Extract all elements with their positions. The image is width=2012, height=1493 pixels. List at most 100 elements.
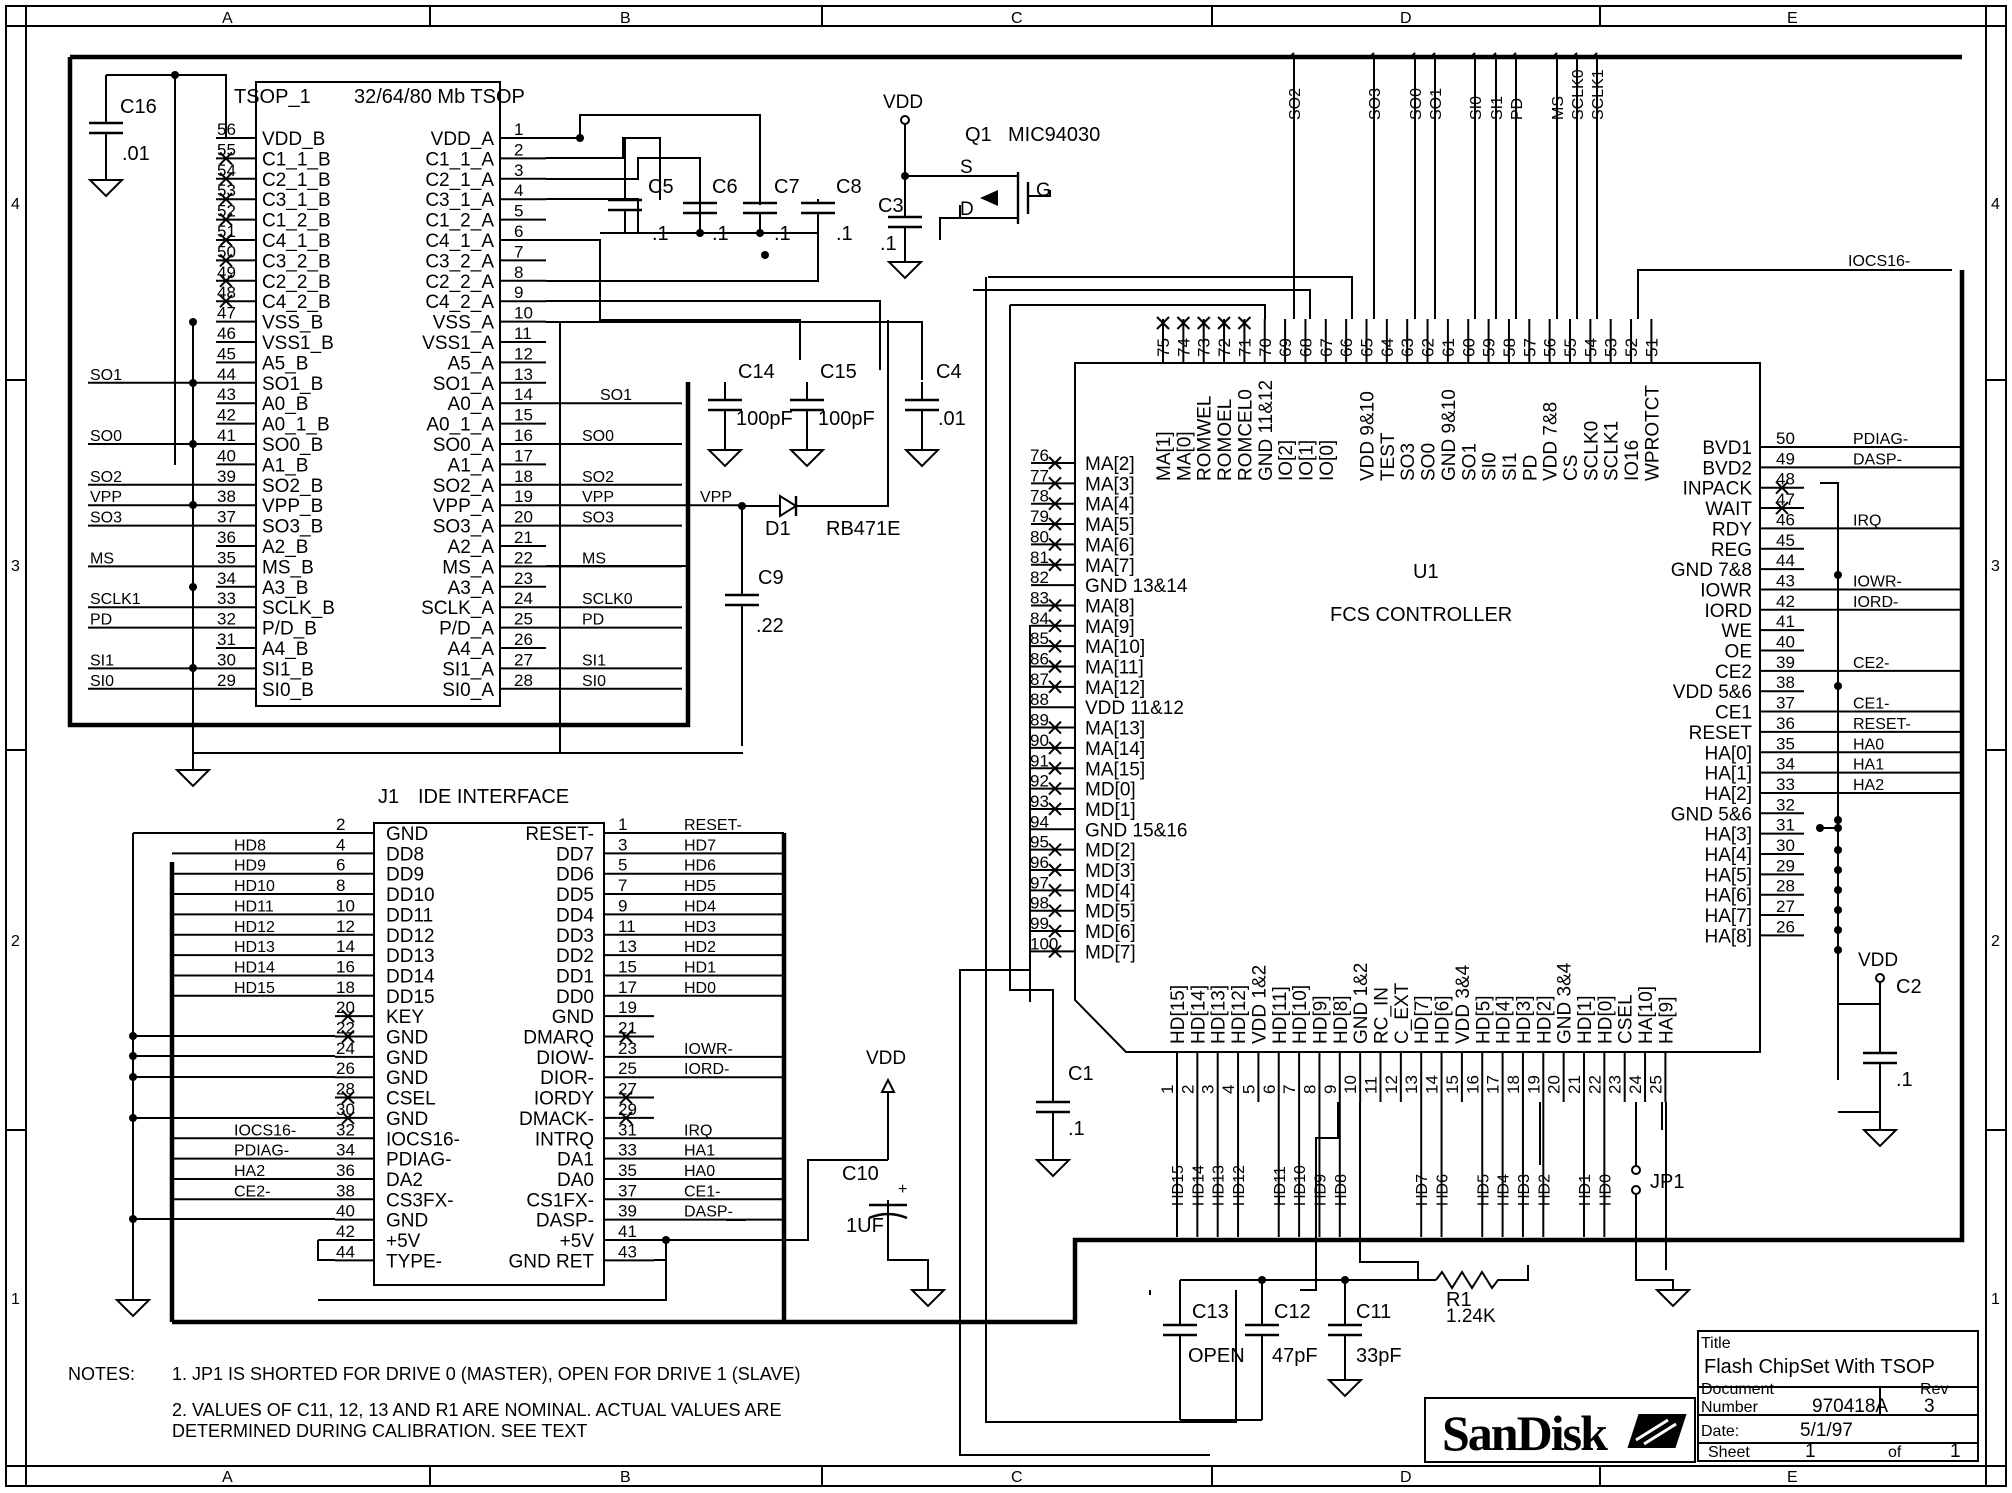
wire [1491,52,1497,58]
no-connect-mark [1048,476,1062,491]
u1-right-net: HA1 [1853,757,1884,774]
no-connect-mark [1775,480,1789,495]
u1-pin-name: HA[5] [1704,865,1752,886]
no-connect-mark [1048,781,1062,796]
u1-pin-name: IO16 [1622,440,1643,481]
u1-pin-name: HA[2] [1704,784,1752,805]
j1-pin-number: 30 [336,1100,355,1119]
j1-pin-number: 43 [618,1242,637,1261]
jp1-terminal [1631,1185,1641,1195]
q1-ref: Q1 [965,124,992,146]
row-marker-left: 2 [11,933,20,950]
j1-pin-name: DD14 [386,966,435,987]
wire [796,320,889,507]
u1-bottom-net: HD10 [1292,1165,1309,1206]
u1-pin-number: 54 [1581,338,1600,357]
u1-pin-name: CSEL [1616,994,1637,1044]
j1-pin-name: DD9 [386,865,424,886]
u1-pin-number: 4 [1219,1085,1238,1094]
wire [1572,52,1578,58]
u1-pin-name: RC_IN [1372,987,1393,1044]
u1-bottom-net: HD1 [1577,1174,1594,1206]
tsop-pin-number: 45 [217,344,236,363]
column-marker-top: E [1787,10,1798,27]
u1-pin-number: 55 [1561,338,1580,357]
j1-pin-number: 33 [618,1141,637,1160]
u1-pin-name: MA[0] [1174,431,1195,481]
j1-pin-name: GND [386,1048,428,1069]
u1-pin-number: 75 [1154,338,1173,357]
j1-pin-name: GND [386,1068,428,1089]
u1-pin-name: HD[14] [1188,985,1209,1044]
u1-pin-number: 2 [1178,1085,1197,1094]
cap-ref: C13 [1192,1301,1229,1323]
u1-pin-name: HD[12] [1229,985,1250,1044]
column-marker-bottom: E [1787,1469,1798,1486]
junction-dot [129,1032,137,1040]
column-marker-top: D [1400,10,1412,27]
u1-pin-number: 7 [1280,1085,1299,1094]
no-connect-mark [1156,316,1170,330]
tsop-pin-number: 41 [217,426,236,445]
j1-right-net: HD2 [684,939,716,956]
j1-ref: J1 [378,786,399,808]
u1-pin-name: MD[5] [1085,902,1136,923]
wire [546,220,819,282]
cap-ref: C10 [842,1163,879,1185]
j1-pin-number: 3 [618,835,627,854]
c10-polarity: + [898,1181,907,1198]
u1-pin-number: 72 [1215,338,1234,357]
j1-pin-number: 17 [618,978,637,997]
tsop-right-net: PD [582,612,604,629]
u1-pin-number: 92 [1030,772,1049,791]
u1-pin-number: 43 [1776,571,1795,590]
u1-pin-number: 48 [1776,470,1795,489]
u1-pin-name: MA[1] [1154,431,1175,481]
tsop-pin-number: 23 [514,569,533,588]
u1-pin-number: 50 [1776,429,1795,448]
j1-left-net: HD15 [234,980,275,997]
tsop-body [255,81,501,707]
row-marker-right: 2 [1991,933,2000,950]
u1-ref: U1 [1413,561,1439,583]
u1-pin-name: HA[10] [1636,986,1657,1044]
u1-pin-name: HD[1] [1575,995,1596,1044]
u1-pin-number: 16 [1463,1075,1482,1094]
u1-pin-name: MA[12] [1085,678,1145,699]
vpp-net-label: VPP [700,489,732,506]
j1-left-net: HA2 [234,1163,265,1180]
j1-pin-number: 41 [618,1222,637,1241]
tsop-pin-name: A3_A [448,578,495,599]
u1-pin-name: ROMCEL0 [1235,389,1256,481]
u1-bottom-net: HD14 [1190,1165,1207,1206]
j1-right-net: HD7 [684,837,716,854]
cap-value: 1UF [846,1215,884,1237]
tsop-pin-number: 56 [217,120,236,139]
no-connect-mark [1217,316,1231,330]
ground-symbol [903,449,941,468]
tsop-pin-number: 25 [514,610,533,629]
u1-pin-number: 25 [1646,1075,1665,1094]
u1-pin-number: 93 [1030,792,1049,811]
ground-symbol [788,449,826,468]
schematic-title: Flash ChipSet With TSOP [1704,1356,1935,1378]
j1-pin-name: DD4 [556,905,594,926]
no-connect-mark [341,1009,355,1023]
u1-pin-number: 94 [1030,812,1049,831]
tsop-pin-name: VDD_A [431,129,495,150]
tsop-right-net: SI1 [582,652,606,669]
row-marker-right: 1 [1991,1291,2000,1308]
j1-pin-name: TYPE- [386,1251,442,1272]
u1-pin-name: CS [1561,455,1582,481]
u1-pin-number: 68 [1296,338,1315,357]
u1-pin-number: 15 [1443,1075,1462,1094]
u1-pin-name: MA[11] [1085,658,1144,679]
tsop-right-net: VPP [582,489,614,506]
wire [939,217,960,240]
j1-name: IDE INTERFACE [418,786,569,808]
j1-pin-name: DD13 [386,946,435,967]
u1-pin-number: 81 [1030,548,1049,567]
junction-dot [738,502,746,510]
